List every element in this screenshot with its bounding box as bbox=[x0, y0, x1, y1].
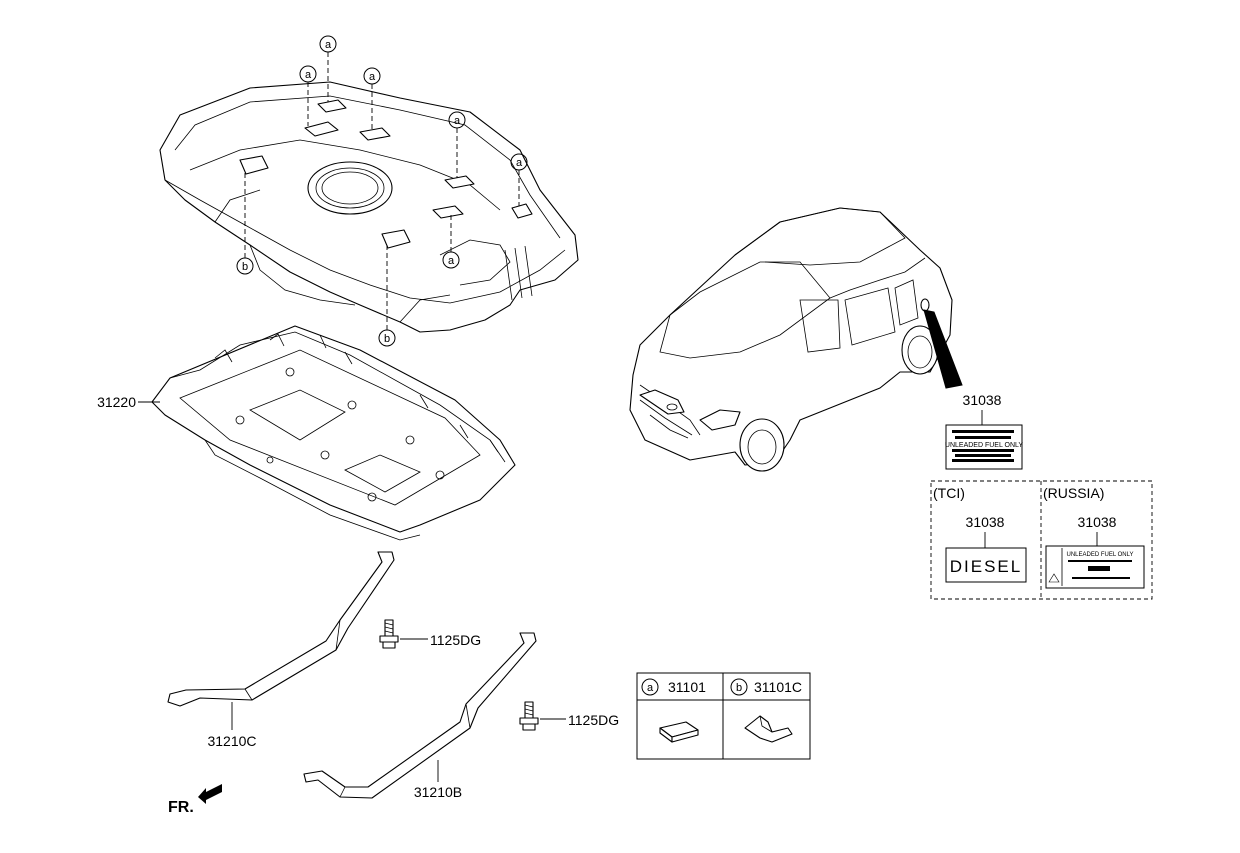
fuel-label-decal: UNLEADED FUEL ONLY bbox=[945, 424, 1024, 470]
variant-tci-label: (TCI) bbox=[933, 485, 965, 501]
bolt-1125dg-2 bbox=[519, 701, 539, 731]
callout-label: a bbox=[325, 39, 332, 51]
legend-table: a 31101 b 31101C bbox=[636, 672, 811, 760]
vehicle-illustration bbox=[629, 207, 953, 472]
bracket-b-2 bbox=[381, 229, 411, 249]
callout-b-1: b bbox=[236, 257, 254, 275]
variant-box: (TCI) 31038 DIESEL (RUSSIA) 31038 UNLEAD… bbox=[930, 480, 1153, 600]
part-number-31038-russia: 31038 bbox=[1078, 514, 1117, 530]
callout-label: b bbox=[384, 333, 390, 345]
front-arrow-icon bbox=[198, 784, 222, 804]
callout-a-6: a bbox=[442, 251, 460, 269]
fuel-door bbox=[920, 298, 930, 312]
strap-31210c bbox=[167, 551, 395, 707]
part-number-1125dg-1: 1125DG bbox=[430, 632, 481, 648]
bolt-1125dg-1 bbox=[379, 619, 399, 649]
callout-label: a bbox=[369, 71, 376, 83]
callout-label: a bbox=[305, 69, 312, 81]
fuel-door-pointer bbox=[923, 309, 963, 389]
pad-a-2 bbox=[317, 99, 347, 113]
front-label: FR. bbox=[168, 799, 194, 816]
bracket-b-1 bbox=[239, 155, 269, 175]
part-number-1125dg-2: 1125DG bbox=[568, 712, 619, 728]
part-number-31210b: 31210B bbox=[414, 784, 462, 800]
pad-a-3 bbox=[359, 127, 391, 141]
russia-decal-headline: UNLEADED FUEL ONLY bbox=[1066, 552, 1133, 558]
front-indicator: FR. bbox=[168, 784, 222, 816]
callout-leaders bbox=[244, 52, 520, 330]
bracket-illustration bbox=[744, 715, 793, 743]
diesel-decal-text: DIESEL bbox=[950, 557, 1022, 576]
pad-a-4 bbox=[444, 175, 475, 189]
pad-a-6 bbox=[511, 203, 533, 219]
decal-unleaded-text: UNLEADED FUEL ONLY bbox=[945, 442, 1024, 449]
callout-a-4: a bbox=[448, 111, 466, 129]
callout-label: a bbox=[454, 115, 461, 127]
callout-a-5: a bbox=[510, 153, 528, 171]
pad-a-1 bbox=[304, 121, 339, 137]
part-number-31038-main: 31038 bbox=[963, 392, 1002, 408]
fuel-tank bbox=[159, 81, 579, 333]
callout-label: a bbox=[448, 255, 455, 267]
pad-a-5 bbox=[432, 205, 464, 219]
part-number-31210c: 31210C bbox=[207, 733, 256, 749]
callout-a-3: a bbox=[363, 67, 381, 85]
variant-russia-label: (RUSSIA) bbox=[1043, 485, 1104, 501]
callout-a-1: a bbox=[319, 35, 337, 53]
callout-a-2: a bbox=[299, 65, 317, 83]
callout-label: a bbox=[516, 157, 523, 169]
callout-b-2: b bbox=[378, 329, 396, 347]
legend-part-31101c: 31101C bbox=[754, 679, 802, 695]
callout-circles: a a a a a a b b bbox=[236, 35, 528, 347]
strap-31210b bbox=[303, 632, 537, 799]
part-number-31220: 31220 bbox=[97, 394, 136, 410]
tank-guard bbox=[151, 325, 516, 541]
legend-part-31101: 31101 bbox=[668, 679, 706, 695]
part-number-31038-tci: 31038 bbox=[966, 514, 1005, 530]
warning-triangle-icon bbox=[1048, 573, 1060, 583]
legend-marker-b: b bbox=[736, 682, 742, 694]
legend-marker-a: a bbox=[647, 682, 654, 694]
callout-label: b bbox=[242, 261, 248, 273]
